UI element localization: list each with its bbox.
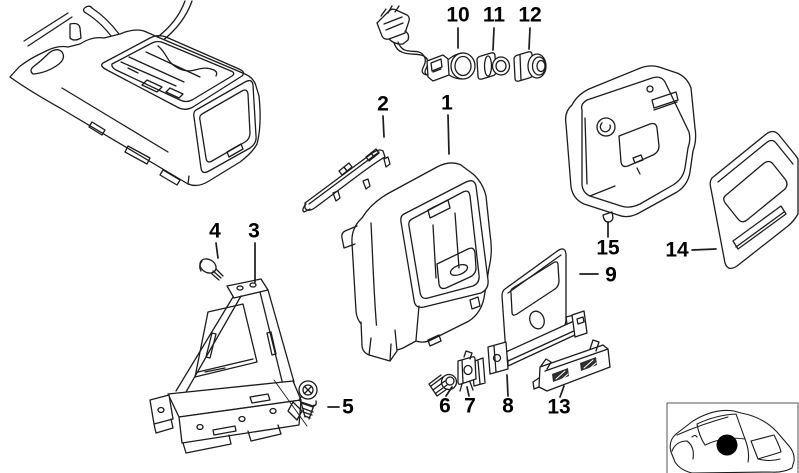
part-2-drawing [302, 148, 391, 213]
part-14-drawing [709, 130, 799, 270]
callout-2[interactable]: 2 [377, 92, 389, 116]
callout-11[interactable]: 11 [482, 3, 506, 27]
callout-4[interactable]: 4 [209, 219, 221, 243]
car-location-icon [669, 409, 795, 473]
callout-6[interactable]: 6 [439, 394, 451, 418]
callout-3[interactable]: 3 [248, 219, 260, 243]
part-3-drawing [149, 278, 308, 454]
part-8-drawing [471, 310, 588, 387]
center-console-drawing [9, 0, 261, 187]
callout-14[interactable]: 14 [665, 238, 689, 262]
car-location-inset [666, 402, 799, 473]
part-15-drawing [564, 65, 697, 223]
callout-15[interactable]: 15 [596, 236, 620, 260]
callout-7[interactable]: 7 [464, 394, 476, 418]
callout-12[interactable]: 12 [518, 3, 542, 27]
part-7-drawing [457, 350, 477, 392]
callout-1[interactable]: 1 [441, 91, 453, 115]
callout-8[interactable]: 8 [502, 394, 514, 418]
part-6-drawing [428, 373, 458, 397]
callout-10[interactable]: 10 [446, 3, 470, 27]
leader-lines [215, 27, 717, 408]
callout-5[interactable]: 5 [342, 395, 354, 419]
part-10-drawing [376, 5, 476, 82]
part-5-drawing [298, 380, 318, 420]
part-11-drawing [476, 52, 511, 80]
part-12-drawing [513, 51, 547, 82]
callout-13[interactable]: 13 [547, 395, 571, 419]
location-dot [716, 434, 738, 456]
callout-9[interactable]: 9 [605, 263, 617, 287]
part-4-drawing [199, 258, 224, 281]
part-1-drawing [341, 162, 492, 362]
part-13-drawing [532, 339, 611, 392]
